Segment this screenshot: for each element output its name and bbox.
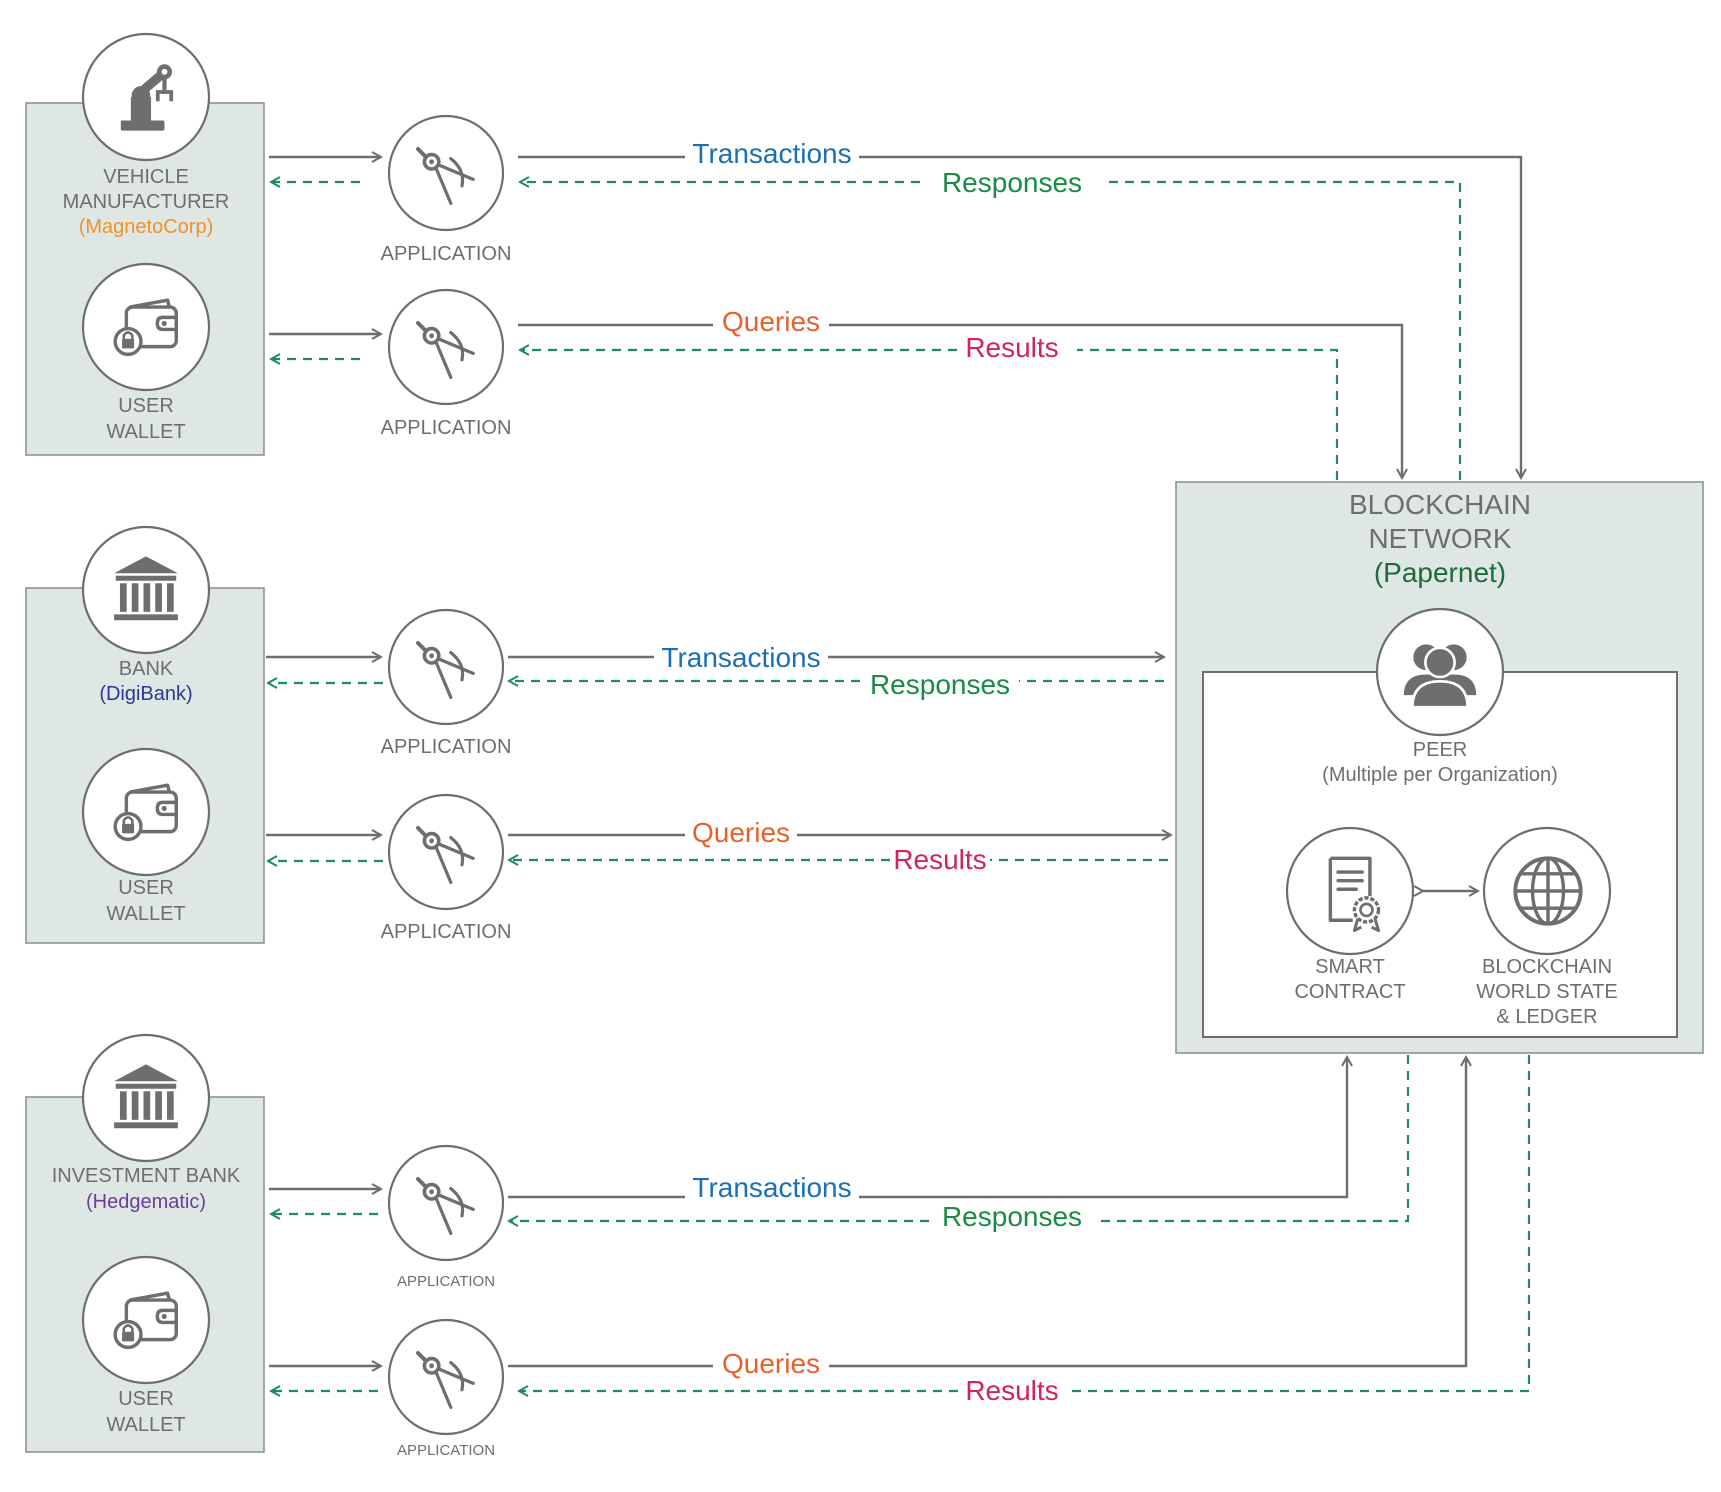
wallet-label-line: WALLET [106,903,185,925]
responses-line [509,1055,1410,1221]
globe-icon [1513,856,1583,926]
network-flows [508,155,1531,1391]
org-title-line: VEHICLE [103,166,189,188]
wallet-label-line: WALLET [106,421,185,443]
application-label: APPLICATION [397,1273,495,1290]
applications: APPLICATION APPLICATION APPLICATION APPL… [381,114,512,1459]
network-name: (Papernet) [1374,557,1506,588]
application-circle[interactable] [387,1144,505,1262]
ledger-label-line: BLOCKCHAIN [1482,956,1612,978]
flow-labels: Transactions Responses Queries Results T… [661,138,1082,1406]
application-circle[interactable] [387,114,505,232]
org-name: (Hedgematic) [86,1191,206,1213]
transactions-label: Transactions [692,138,851,169]
network-title-line: BLOCKCHAIN [1349,489,1531,520]
transactions-label: Transactions [661,642,820,673]
application-circle[interactable] [387,608,505,726]
responses-label: Responses [942,1201,1082,1232]
contract-label-line: SMART [1315,956,1385,978]
peer-label: PEER [1413,739,1467,761]
transactions-line [518,155,1521,478]
application-label: APPLICATION [381,921,512,943]
org-name: (DigiBank) [99,683,192,705]
application-circle[interactable] [387,288,505,406]
transactions-line [508,1057,1347,1199]
transactions-label: Transactions [692,1172,851,1203]
results-label: Results [965,1375,1058,1406]
application-circle[interactable] [387,793,505,911]
wallet-label-line: USER [118,877,174,899]
responses-line [520,182,1462,480]
wallet-label-line: USER [118,1388,174,1410]
queries-line [518,323,1402,478]
org-title-line: MANUFACTURER [63,191,230,213]
org-digibank: BANK (DigiBank) USER WALLET [25,525,265,944]
network-title-line: NETWORK [1368,523,1511,554]
application-circle[interactable] [387,1318,505,1436]
org-title-line: INVESTMENT BANK [52,1165,241,1187]
org-title-line: BANK [119,658,174,680]
ledger-label-line: & LEDGER [1496,1006,1597,1028]
org-magnetocorp: VEHICLE MANUFACTURER (MagnetoCorp) USER … [25,32,265,456]
application-label: APPLICATION [381,243,512,265]
application-label: APPLICATION [397,1442,495,1459]
contract-label-line: CONTRACT [1294,981,1405,1003]
responses-label: Responses [942,167,1082,198]
queries-label: Queries [722,1348,820,1379]
results-label: Results [965,332,1058,363]
org-hedgematic: INVESTMENT BANK (Hedgematic) USER WALLET [25,1033,265,1453]
org-name: (MagnetoCorp) [79,216,214,238]
application-label: APPLICATION [381,417,512,439]
responses-label: Responses [870,669,1010,700]
results-line [520,350,1339,480]
wallet-label-line: WALLET [106,1414,185,1436]
queries-label: Queries [722,306,820,337]
queries-line [508,1057,1466,1368]
ledger-label-line: WORLD STATE [1476,981,1617,1003]
peer-sublabel: (Multiple per Organization) [1322,764,1558,786]
results-label: Results [893,844,986,875]
org-app-connectors [266,157,383,1391]
queries-label: Queries [692,817,790,848]
results-line [519,1055,1531,1391]
blockchain-network: BLOCKCHAIN NETWORK (Papernet) PEER (Mult… [1175,481,1704,1054]
application-label: APPLICATION [381,736,512,758]
wallet-label-line: USER [118,395,174,417]
